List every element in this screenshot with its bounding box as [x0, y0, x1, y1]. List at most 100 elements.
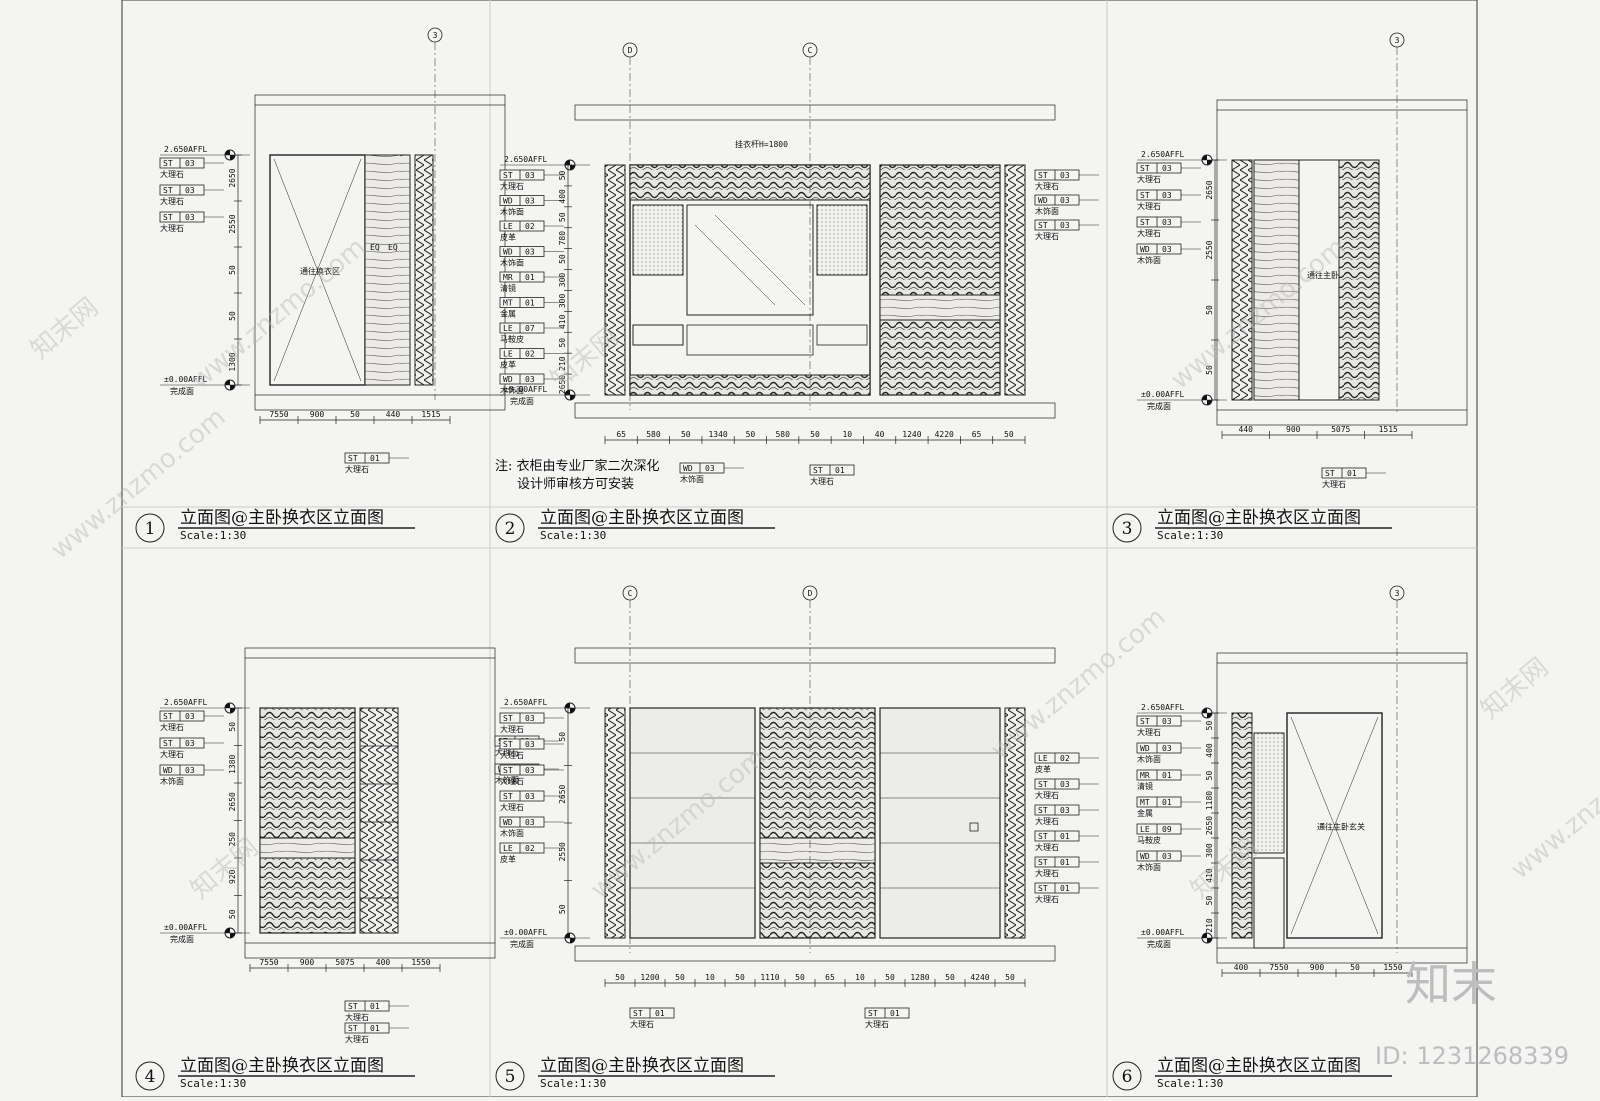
material-number: 03	[525, 197, 535, 206]
dim-value: 5075	[1331, 425, 1350, 434]
material-code: WD	[683, 464, 693, 473]
material-name: 大理石	[160, 196, 184, 206]
drawer	[632, 324, 684, 346]
level-marker-fill	[1202, 708, 1212, 718]
floor-base	[574, 945, 1056, 962]
material-name: 大理石	[1035, 894, 1059, 904]
dim-value: 900	[1286, 425, 1301, 434]
material-code: ST	[1140, 191, 1150, 200]
level-label: 2.650AFFL	[164, 145, 208, 154]
level-label: 2.650AFFL	[504, 698, 548, 707]
dim-value: 900	[310, 410, 325, 419]
material-code: ST	[163, 712, 173, 721]
level-marker-fill	[565, 933, 575, 943]
leather-door-left	[629, 707, 756, 939]
ceiling-soffit	[254, 94, 506, 106]
material-code: WD	[1140, 245, 1150, 254]
material-number: 07	[525, 324, 535, 333]
dim-value: 50	[558, 904, 567, 914]
dim-value: 2650	[1205, 816, 1214, 835]
mirror-reflection	[714, 214, 806, 306]
panel-title: 立面图@主卧换衣区立面图	[1157, 508, 1361, 528]
dim-value: 40	[875, 430, 885, 439]
material-code: ST	[1140, 717, 1150, 726]
watermark-text: 知末网	[1475, 652, 1554, 725]
panel-title: 立面图@主卧换衣区立面图	[540, 1056, 744, 1076]
dim-value: 1240	[902, 430, 921, 439]
material-number: 03	[525, 766, 535, 775]
material-name: 大理石	[1035, 842, 1059, 852]
material-name: 大理石	[1322, 479, 1346, 489]
level-marker-fill	[225, 703, 235, 713]
dim-value: 1280	[910, 973, 929, 982]
material-number: 03	[185, 766, 195, 775]
dim-value: 1180	[1205, 791, 1214, 810]
dim-value: 580	[646, 430, 661, 439]
dim-value: 4220	[935, 430, 954, 439]
dim-value: 410	[558, 314, 567, 329]
dim-value: 50	[810, 430, 820, 439]
material-code: ST	[1140, 218, 1150, 227]
material-code: WD	[1038, 196, 1048, 205]
level-marker-fill	[225, 380, 235, 390]
wood-band	[879, 294, 1001, 321]
material-code: ST	[1038, 171, 1048, 180]
material-code: ST	[163, 213, 173, 222]
material-code: LE	[503, 350, 513, 359]
material-name: 皮革	[500, 360, 516, 370]
panel-scale: Scale:1:30	[540, 529, 606, 542]
material-number: 03	[525, 714, 535, 723]
dim-value: 50	[1205, 305, 1214, 315]
material-name: 木饰面	[1035, 206, 1059, 216]
material-name: 木饰面	[495, 775, 519, 785]
door-label: 通往主卧	[1307, 270, 1339, 280]
material-code: ST	[503, 792, 513, 801]
dim-value: 2550	[228, 214, 237, 233]
dim-value: 50	[746, 430, 756, 439]
material-name: 大理石	[810, 476, 834, 486]
wood-panel	[1253, 159, 1300, 401]
material-number: 03	[525, 171, 535, 180]
panel-number: 1	[145, 519, 156, 539]
material-number: 03	[705, 464, 715, 473]
material-code: WD	[503, 375, 513, 384]
dim-value: 50	[558, 338, 567, 348]
grid-label: 3	[1395, 589, 1400, 598]
material-name: 大理石	[495, 747, 519, 757]
note-line-1: 注: 衣柜由专业厂家二次深化	[495, 458, 660, 474]
material-name: 大理石	[500, 181, 524, 191]
panel-number: 3	[1122, 519, 1133, 539]
panel-number: 2	[505, 519, 516, 539]
material-name: 大理石	[630, 1019, 654, 1029]
leather-panel	[632, 204, 684, 276]
leather-panel	[816, 204, 868, 276]
level-label: ±0.00AFFL	[1141, 928, 1185, 937]
material-number: 01	[370, 454, 380, 463]
dim-value: 10	[705, 973, 715, 982]
material-name: 木饰面	[1137, 255, 1161, 265]
material-number: 01	[835, 466, 845, 475]
material-name: 大理石	[345, 1012, 369, 1022]
material-number: 03	[185, 186, 195, 195]
material-name: 大理石	[1035, 868, 1059, 878]
material-name: 大理石	[1035, 816, 1059, 826]
dim-value: 1300	[228, 352, 237, 371]
material-name: 大理石	[1137, 201, 1161, 211]
material-number: 03	[185, 213, 195, 222]
material-number: 03	[1162, 191, 1172, 200]
material-tag-box	[864, 1007, 910, 1019]
material-code: ST	[348, 454, 358, 463]
level-marker-fill	[1202, 155, 1212, 165]
level-marker-fill	[225, 928, 235, 938]
marble-strip	[414, 154, 434, 386]
material-name: 木饰面	[500, 207, 524, 217]
material-code: ST	[348, 1002, 358, 1011]
